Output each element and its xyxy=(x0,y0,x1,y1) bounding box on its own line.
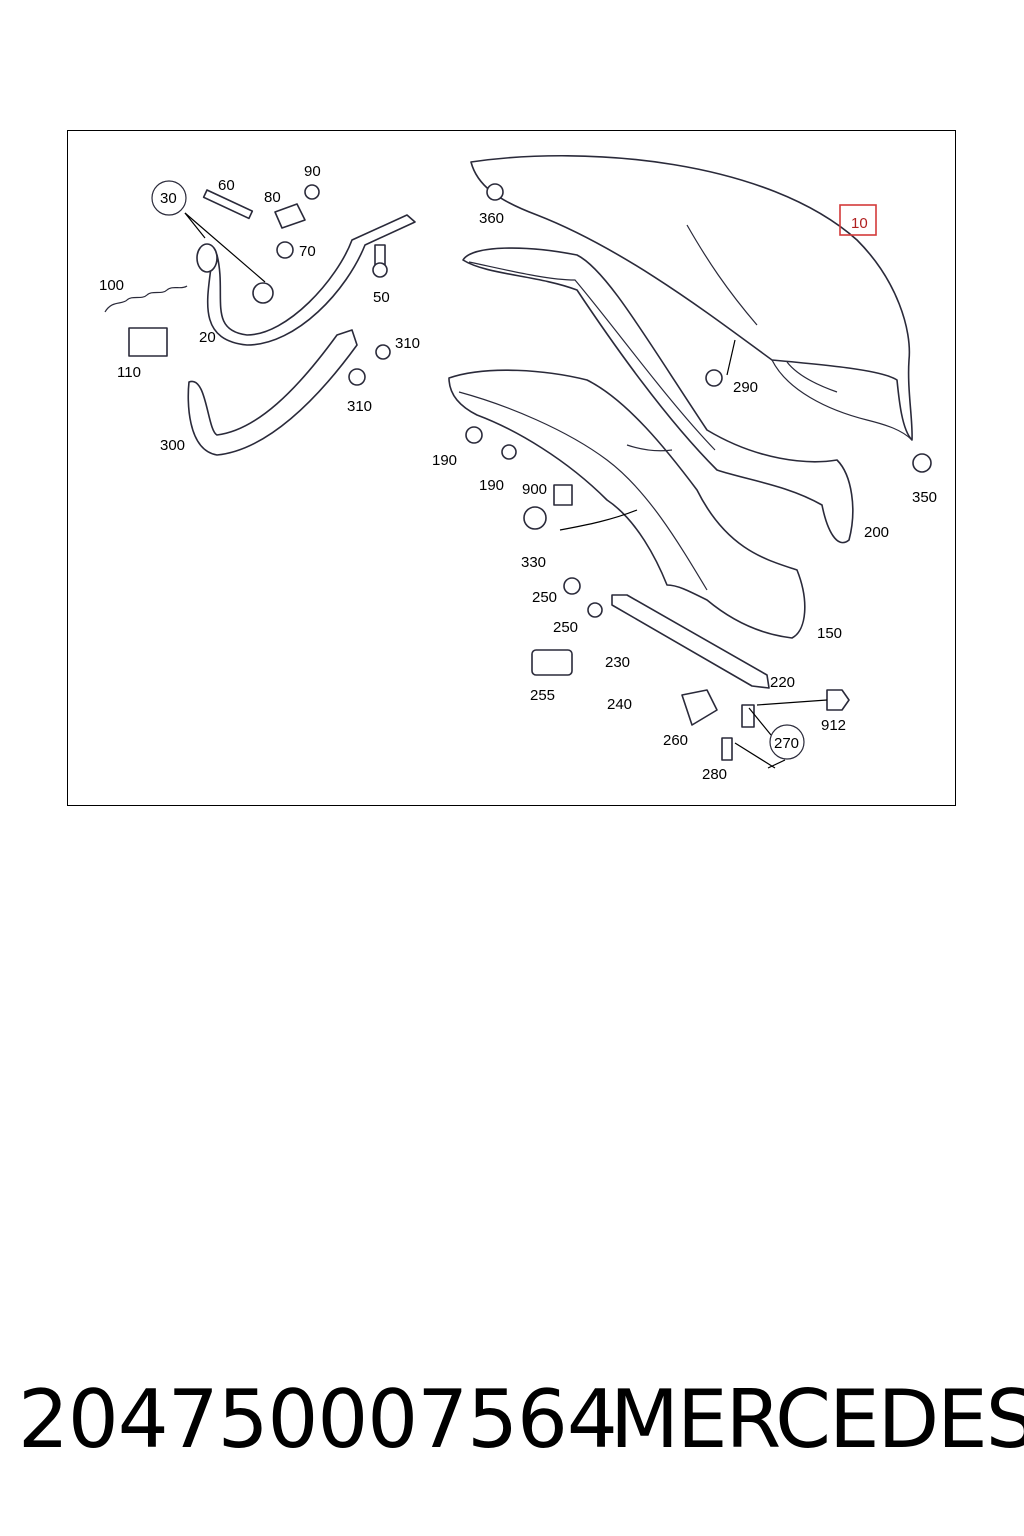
stop-block xyxy=(128,327,168,357)
callout-255: 255 xyxy=(530,687,555,704)
callout-240: 240 xyxy=(607,696,632,713)
callout-250-a: 250 xyxy=(532,589,557,606)
callout-50: 50 xyxy=(373,289,390,306)
callout-90: 90 xyxy=(304,163,321,180)
callout-10: 10 xyxy=(851,215,868,232)
callout-70: 70 xyxy=(299,243,316,260)
callout-350: 350 xyxy=(912,489,937,506)
callout-110: 110 xyxy=(117,364,141,381)
callout-310-a: 310 xyxy=(395,335,420,352)
spring xyxy=(104,285,188,313)
hinge-cover xyxy=(187,329,358,456)
callout-20: 20 xyxy=(199,329,216,346)
callout-200: 200 xyxy=(864,524,889,541)
callout-80: 80 xyxy=(264,189,281,206)
brand-name: MERCEDES xyxy=(610,1373,1024,1466)
plug xyxy=(553,484,573,506)
callout-250-b: 250 xyxy=(553,619,578,636)
callout-190-b: 190 xyxy=(479,477,504,494)
clips xyxy=(348,183,932,618)
hinge-fasteners xyxy=(196,184,320,273)
callout-360: 360 xyxy=(479,210,504,227)
callout-900: 900 xyxy=(522,481,547,498)
bulb xyxy=(721,737,733,761)
callout-260: 260 xyxy=(663,732,688,749)
license-lamp xyxy=(531,649,573,676)
callout-circle-270 xyxy=(769,724,805,760)
callout-290: 290 xyxy=(733,379,758,396)
callout-150: 150 xyxy=(817,625,842,642)
callout-circle-30 xyxy=(151,180,187,216)
callout-190-a: 190 xyxy=(432,452,457,469)
callout-60: 60 xyxy=(218,177,235,194)
hinge-assembly xyxy=(206,214,416,346)
switch xyxy=(741,704,755,728)
footer: 204750007564 MERCEDES xyxy=(0,1372,1024,1472)
callout-30: 30 xyxy=(160,190,177,207)
lid-inner-panel xyxy=(448,369,806,639)
latch xyxy=(681,689,718,726)
trunk-lid xyxy=(470,154,913,441)
part-number: 204750007564 xyxy=(18,1373,618,1466)
callout-230: 230 xyxy=(605,654,630,671)
leader-lines xyxy=(184,212,828,769)
callout-280: 280 xyxy=(702,766,727,783)
trunk-seal xyxy=(462,247,854,544)
highlight-box xyxy=(839,204,877,236)
parts-exploded-diagram: 10 20 30 50 60 70 80 90 100 110 150 190 … xyxy=(99,154,937,783)
callout-330: 330 xyxy=(521,554,546,571)
callout-310-b: 310 xyxy=(347,398,372,415)
callout-100: 100 xyxy=(99,277,124,294)
callout-270: 270 xyxy=(774,735,799,752)
callout-300: 300 xyxy=(160,437,185,454)
callout-220: 220 xyxy=(770,674,795,691)
connector xyxy=(826,689,850,711)
callout-912: 912 xyxy=(821,717,846,734)
handle-bar xyxy=(611,594,770,689)
